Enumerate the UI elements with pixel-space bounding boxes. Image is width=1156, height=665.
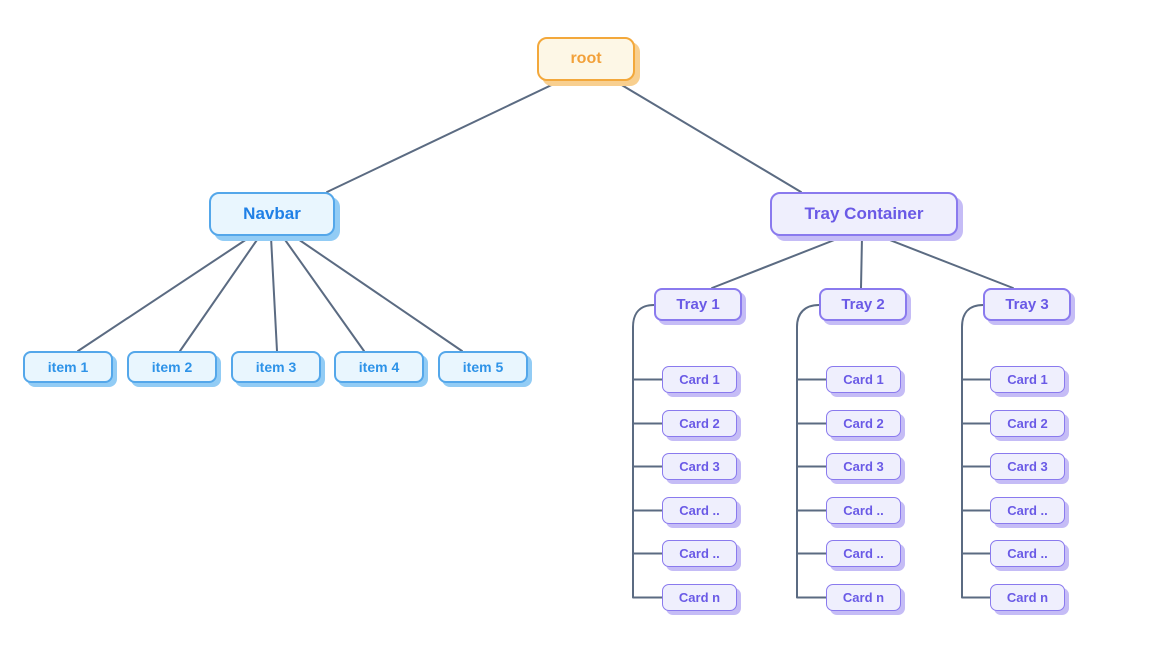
edge-traycontainer-tray3 <box>881 236 1014 289</box>
node-tray2-card-1[interactable]: Card 1 <box>826 366 901 393</box>
node-tray3-card-2[interactable]: Card 2 <box>990 410 1065 437</box>
edge-navbar-item5 <box>294 236 463 352</box>
edge-root-tray-container <box>614 80 802 193</box>
node-tray1-card-1[interactable]: Card 1 <box>662 366 737 393</box>
edge-navbar-item3 <box>270 236 278 352</box>
edge-tray1-bracket <box>632 304 663 599</box>
edge-traycontainer-tray1 <box>711 236 843 289</box>
edge-tray3-bracket <box>961 304 991 599</box>
node-tray-1[interactable]: Tray 1 <box>654 288 742 321</box>
node-item-3[interactable]: item 3 <box>231 351 321 383</box>
node-tray2-card-3[interactable]: Card 3 <box>826 453 901 480</box>
node-tray3-card-4[interactable]: Card .. <box>990 497 1065 524</box>
node-tray-3[interactable]: Tray 3 <box>983 288 1071 321</box>
node-tray2-card-2[interactable]: Card 2 <box>826 410 901 437</box>
node-tray3-card-1[interactable]: Card 1 <box>990 366 1065 393</box>
edge-navbar-item2 <box>179 236 260 352</box>
node-navbar[interactable]: Navbar <box>209 192 335 236</box>
edge-tray2-bracket <box>796 304 827 599</box>
edge-traycontainer-tray2 <box>860 236 863 289</box>
node-tray1-card-n[interactable]: Card n <box>662 584 737 611</box>
node-tray1-card-2[interactable]: Card 2 <box>662 410 737 437</box>
node-root[interactable]: root <box>537 37 635 81</box>
node-tray1-card-5[interactable]: Card .. <box>662 540 737 567</box>
node-tray3-card-5[interactable]: Card .. <box>990 540 1065 567</box>
node-item-4[interactable]: item 4 <box>334 351 424 383</box>
node-tray2-card-4[interactable]: Card .. <box>826 497 901 524</box>
node-tray-container[interactable]: Tray Container <box>770 192 958 236</box>
node-tray-2[interactable]: Tray 2 <box>819 288 907 321</box>
edge-navbar-item4 <box>282 236 365 352</box>
node-tray1-card-4[interactable]: Card .. <box>662 497 737 524</box>
node-tray1-card-3[interactable]: Card 3 <box>662 453 737 480</box>
node-item-2[interactable]: item 2 <box>127 351 217 383</box>
edge-navbar-item1 <box>77 236 251 352</box>
node-item-1[interactable]: item 1 <box>23 351 113 383</box>
node-item-5[interactable]: item 5 <box>438 351 528 383</box>
node-tray3-card-3[interactable]: Card 3 <box>990 453 1065 480</box>
node-tray3-card-n[interactable]: Card n <box>990 584 1065 611</box>
node-tray2-card-5[interactable]: Card .. <box>826 540 901 567</box>
node-tray2-card-n[interactable]: Card n <box>826 584 901 611</box>
edge-root-navbar <box>326 80 561 193</box>
